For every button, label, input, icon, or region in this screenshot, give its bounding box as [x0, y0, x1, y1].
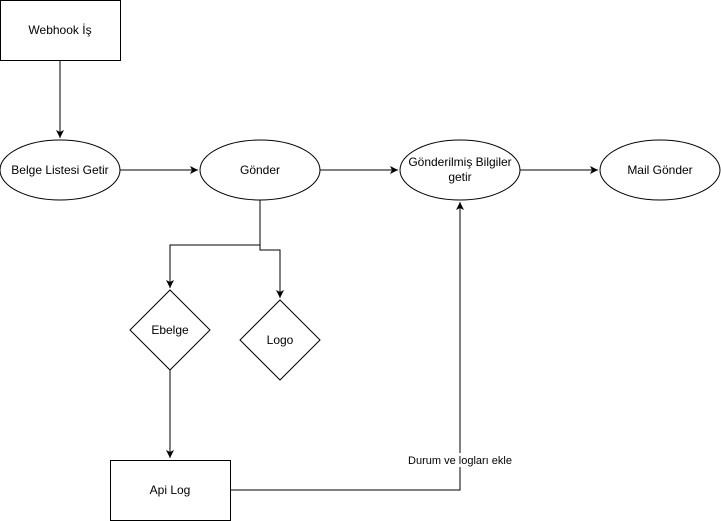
edge-label-durum: Durum ve logları ekle [408, 455, 512, 467]
node-belge-listesi[interactable]: Belge Listesi Getir [0, 139, 121, 201]
edge-apilog-to-gonderilmis [230, 202, 464, 491]
node-mail-gonder[interactable]: Mail Gönder [599, 139, 721, 201]
node-gonder-label: Gönder [240, 163, 280, 177]
node-gonderilmis-label-line2: getir [448, 170, 471, 184]
node-logo[interactable]: Logo [239, 299, 321, 381]
node-gonder[interactable]: Gönder [199, 139, 321, 201]
edge-gonder-to-logo [259, 200, 284, 298]
node-webhook[interactable]: Webhook İş [0, 0, 121, 61]
node-gonderilmis-bilgiler[interactable]: Gönderilmiş Bilgiler getir [399, 139, 521, 201]
edge-gonder-to-ebelge [166, 200, 261, 288]
node-ebelge[interactable]: Ebelge [129, 289, 211, 371]
edge-label-bg [405, 453, 517, 467]
node-mail-label: Mail Gönder [627, 163, 692, 177]
node-apilog-label: Api Log [150, 483, 191, 497]
node-belge-label: Belge Listesi Getir [11, 163, 108, 177]
node-logo-label: Logo [267, 333, 294, 347]
node-webhook-label: Webhook İş [28, 23, 91, 37]
node-ebelge-label: Ebelge [151, 323, 189, 337]
node-api-log[interactable]: Api Log [110, 460, 231, 521]
node-gonderilmis-label-line1: Gönderilmiş Bilgiler [408, 155, 511, 169]
